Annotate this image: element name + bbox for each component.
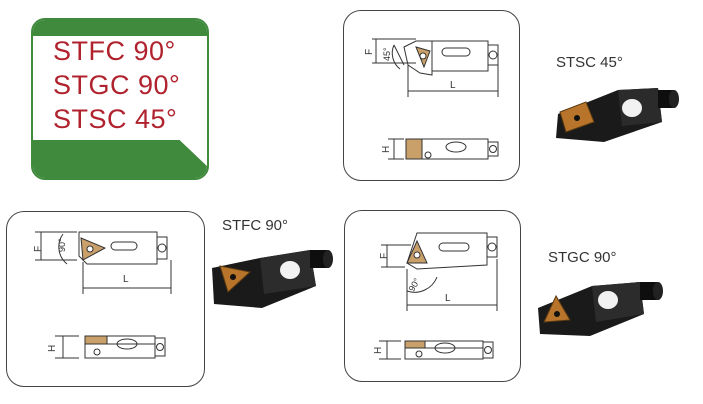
title-bottom-band: [33, 140, 207, 178]
stsc-tool-drawing: F 45° L H: [364, 38, 499, 160]
stgc-dim-l: L: [445, 293, 451, 304]
stfc-dim-f: F: [33, 246, 44, 252]
stsc-diagram-panel: F 45° L H: [343, 10, 520, 181]
stgc-diagram-panel: F 90° L H: [344, 210, 521, 382]
stfc-dim-l: L: [123, 274, 129, 285]
stsc-product-image: [556, 88, 679, 142]
title-top-band: [33, 20, 207, 36]
stgc-angle-label: 90°: [407, 276, 423, 293]
stfc-angle-label: 90°: [57, 238, 67, 252]
title-line-stfc: STFC 90°: [53, 36, 176, 66]
stsc-dim-f: F: [364, 49, 375, 55]
stfc-product-image: [212, 250, 333, 308]
stgc-product-image: [538, 282, 663, 336]
title-line-stgc: STGC 90°: [53, 70, 181, 100]
stsc-product-label: STSC 45°: [556, 54, 623, 71]
stgc-dim-h: H: [373, 347, 384, 354]
stgc-tool-drawing: F 90° L H: [373, 232, 498, 360]
stsc-angle-label: 45°: [382, 47, 392, 61]
title-line-stsc: STSC 45°: [53, 104, 178, 134]
stsc-dim-l: L: [450, 80, 456, 91]
stfc-tool-drawing: F 90° L H: [33, 231, 172, 359]
stfc-diagram-panel: F 90° L H: [6, 211, 205, 387]
stfc-product-label: STFC 90°: [222, 217, 289, 234]
stgc-dim-f: F: [379, 253, 390, 259]
stfc-dim-h: H: [47, 345, 58, 352]
stsc-dim-h: H: [381, 146, 392, 153]
title-card: STFC 90° STGC 90° STSC 45°: [31, 18, 209, 180]
stgc-product-label: STGC 90°: [548, 249, 617, 266]
